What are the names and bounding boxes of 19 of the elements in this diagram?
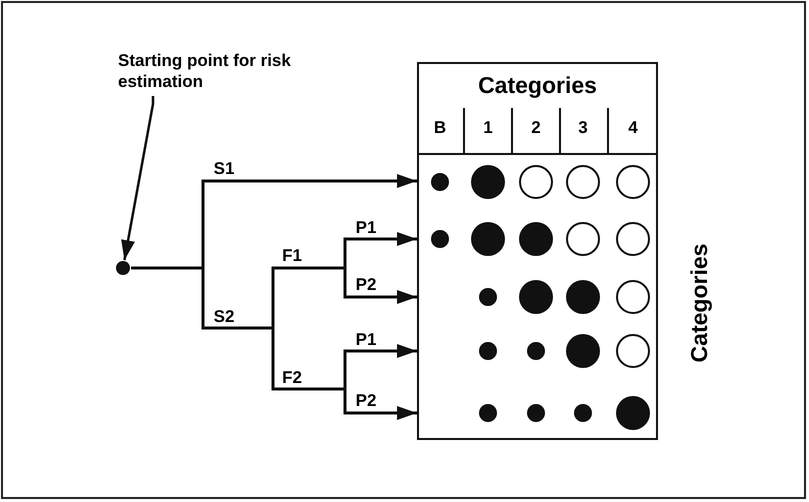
column-label: B xyxy=(434,118,446,138)
table-heading: Categories xyxy=(477,72,598,98)
leader-arrow xyxy=(121,96,154,260)
branch-label: P2 xyxy=(356,275,376,295)
start-dot xyxy=(116,261,130,275)
column-label: 2 xyxy=(531,118,541,138)
branch-arrow xyxy=(131,266,417,420)
start-note: Starting point for risk estimation xyxy=(118,50,292,92)
branch-label: P1 xyxy=(356,330,376,350)
column-label: 3 xyxy=(578,118,588,138)
branch-label: S1 xyxy=(214,159,234,179)
branch-label: F1 xyxy=(282,246,302,266)
side-heading: Categories xyxy=(686,242,712,364)
branch-label: F2 xyxy=(282,368,302,388)
branch-label: S2 xyxy=(214,307,234,327)
branch-label: P2 xyxy=(356,391,376,411)
column-label: 4 xyxy=(628,118,638,138)
column-label: 1 xyxy=(483,118,493,138)
branch-label: P1 xyxy=(356,218,376,238)
